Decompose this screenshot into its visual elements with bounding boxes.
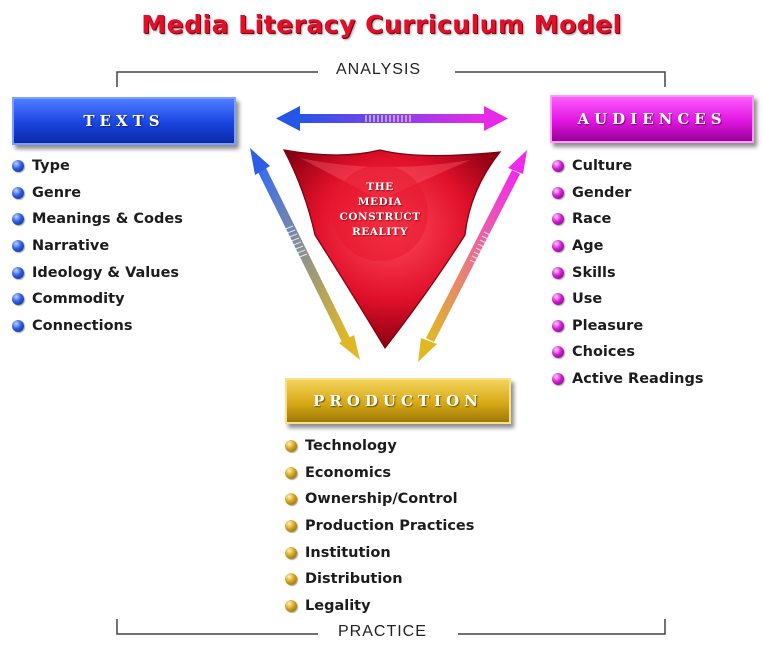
list-item-label: Use — [572, 291, 603, 308]
gold-bullet-icon — [285, 573, 297, 586]
list-item-label: Active Readings — [572, 371, 704, 388]
list-item-label: Ownership/Control — [305, 491, 458, 508]
magenta-bullet-icon — [552, 293, 564, 306]
list-item: Narrative — [12, 233, 183, 260]
list-item: Distribution — [285, 566, 474, 593]
list-item-label: Legality — [305, 597, 371, 614]
list-item-label: Meanings & Codes — [32, 211, 183, 228]
list-item: Race — [552, 206, 704, 233]
list-item-label: Culture — [572, 158, 633, 175]
texts-audiences-arrow — [276, 106, 508, 131]
texts-box: TEXTS — [12, 97, 236, 145]
practice-bracket — [116, 619, 666, 635]
center-line-2: MEDIA — [357, 196, 403, 208]
list-item: Choices — [552, 339, 704, 366]
blue-bullet-icon — [12, 186, 24, 199]
list-item: Commodity — [12, 286, 183, 313]
list-item: Gender — [552, 180, 704, 207]
blue-bullet-icon — [12, 160, 24, 173]
gold-bullet-icon — [285, 466, 297, 479]
list-item-label: Race — [572, 211, 612, 228]
blue-bullet-icon — [12, 240, 24, 253]
list-item-label: Pleasure — [572, 317, 644, 334]
list-item-label: Technology — [305, 438, 397, 455]
magenta-bullet-icon — [552, 240, 564, 253]
gold-bullet-icon — [285, 493, 297, 506]
list-item-label: Distribution — [305, 571, 403, 588]
list-item-label: Ideology & Values — [32, 264, 180, 281]
list-item: Legality — [285, 593, 474, 620]
list-item: Culture — [552, 153, 704, 180]
analysis-bracket — [116, 71, 666, 87]
production-list: Technology Economics Ownership/Control P… — [285, 433, 474, 619]
list-item: Connections — [12, 313, 183, 340]
list-item: Active Readings — [552, 366, 704, 393]
list-item: Technology — [285, 433, 474, 460]
magenta-bullet-icon — [552, 213, 564, 226]
blue-bullet-icon — [12, 319, 24, 332]
texts-list: Type Genre Meanings & Codes Narrative Id… — [12, 153, 183, 339]
audiences-list: Culture Gender Race Age Skills Use Pleas… — [552, 153, 704, 392]
list-item-label: Choices — [572, 344, 635, 361]
list-item: Type — [12, 153, 183, 180]
list-item-label: Age — [572, 238, 604, 255]
center-caption: THE MEDIA CONSTRUCT REALITY — [320, 180, 440, 240]
texts-production-arrow — [250, 148, 360, 360]
center-line-4: REALITY — [352, 226, 408, 238]
magenta-bullet-icon — [552, 160, 564, 173]
list-item-label: Gender — [572, 184, 632, 201]
diagram-title: Media Literacy Curriculum Model — [141, 10, 622, 39]
magenta-bullet-icon — [552, 186, 564, 199]
gold-bullet-icon — [285, 546, 297, 559]
gold-bullet-icon — [285, 440, 297, 453]
list-item-label: Skills — [572, 264, 616, 281]
list-item: Ownership/Control — [285, 486, 474, 513]
center-line-3: CONSTRUCT — [339, 211, 421, 223]
blue-bullet-icon — [12, 213, 24, 226]
practice-label: PRACTICE — [326, 623, 439, 641]
analysis-label: ANALYSIS — [324, 61, 434, 79]
list-item-label: Type — [32, 158, 70, 175]
list-item-label: Genre — [32, 184, 82, 201]
magenta-bullet-icon — [552, 346, 564, 359]
list-item: Pleasure — [552, 313, 704, 340]
center-line-1: THE — [366, 181, 394, 193]
list-item-label: Connections — [32, 317, 133, 334]
gold-bullet-icon — [285, 520, 297, 533]
list-item: Economics — [285, 460, 474, 487]
blue-bullet-icon — [12, 293, 24, 306]
list-item-label: Narrative — [32, 238, 110, 255]
list-item: Ideology & Values — [12, 259, 183, 286]
magenta-bullet-icon — [552, 266, 564, 279]
list-item: Genre — [12, 180, 183, 207]
magenta-bullet-icon — [552, 319, 564, 332]
list-item-label: Production Practices — [305, 518, 475, 535]
audiences-box: AUDIENCES — [550, 95, 754, 143]
list-item: Use — [552, 286, 704, 313]
media-construct-reality-star — [282, 149, 502, 350]
gold-bullet-icon — [285, 599, 297, 612]
list-item: Meanings & Codes — [12, 206, 183, 233]
list-item-label: Commodity — [32, 291, 125, 308]
production-box: PRODUCTION — [285, 378, 511, 424]
audiences-production-arrow — [418, 150, 527, 362]
list-item: Skills — [552, 259, 704, 286]
magenta-bullet-icon — [552, 373, 564, 386]
list-item: Age — [552, 233, 704, 260]
list-item: Institution — [285, 539, 474, 566]
list-item-label: Economics — [305, 464, 392, 481]
list-item-label: Institution — [305, 544, 391, 561]
list-item: Production Practices — [285, 513, 474, 540]
blue-bullet-icon — [12, 266, 24, 279]
